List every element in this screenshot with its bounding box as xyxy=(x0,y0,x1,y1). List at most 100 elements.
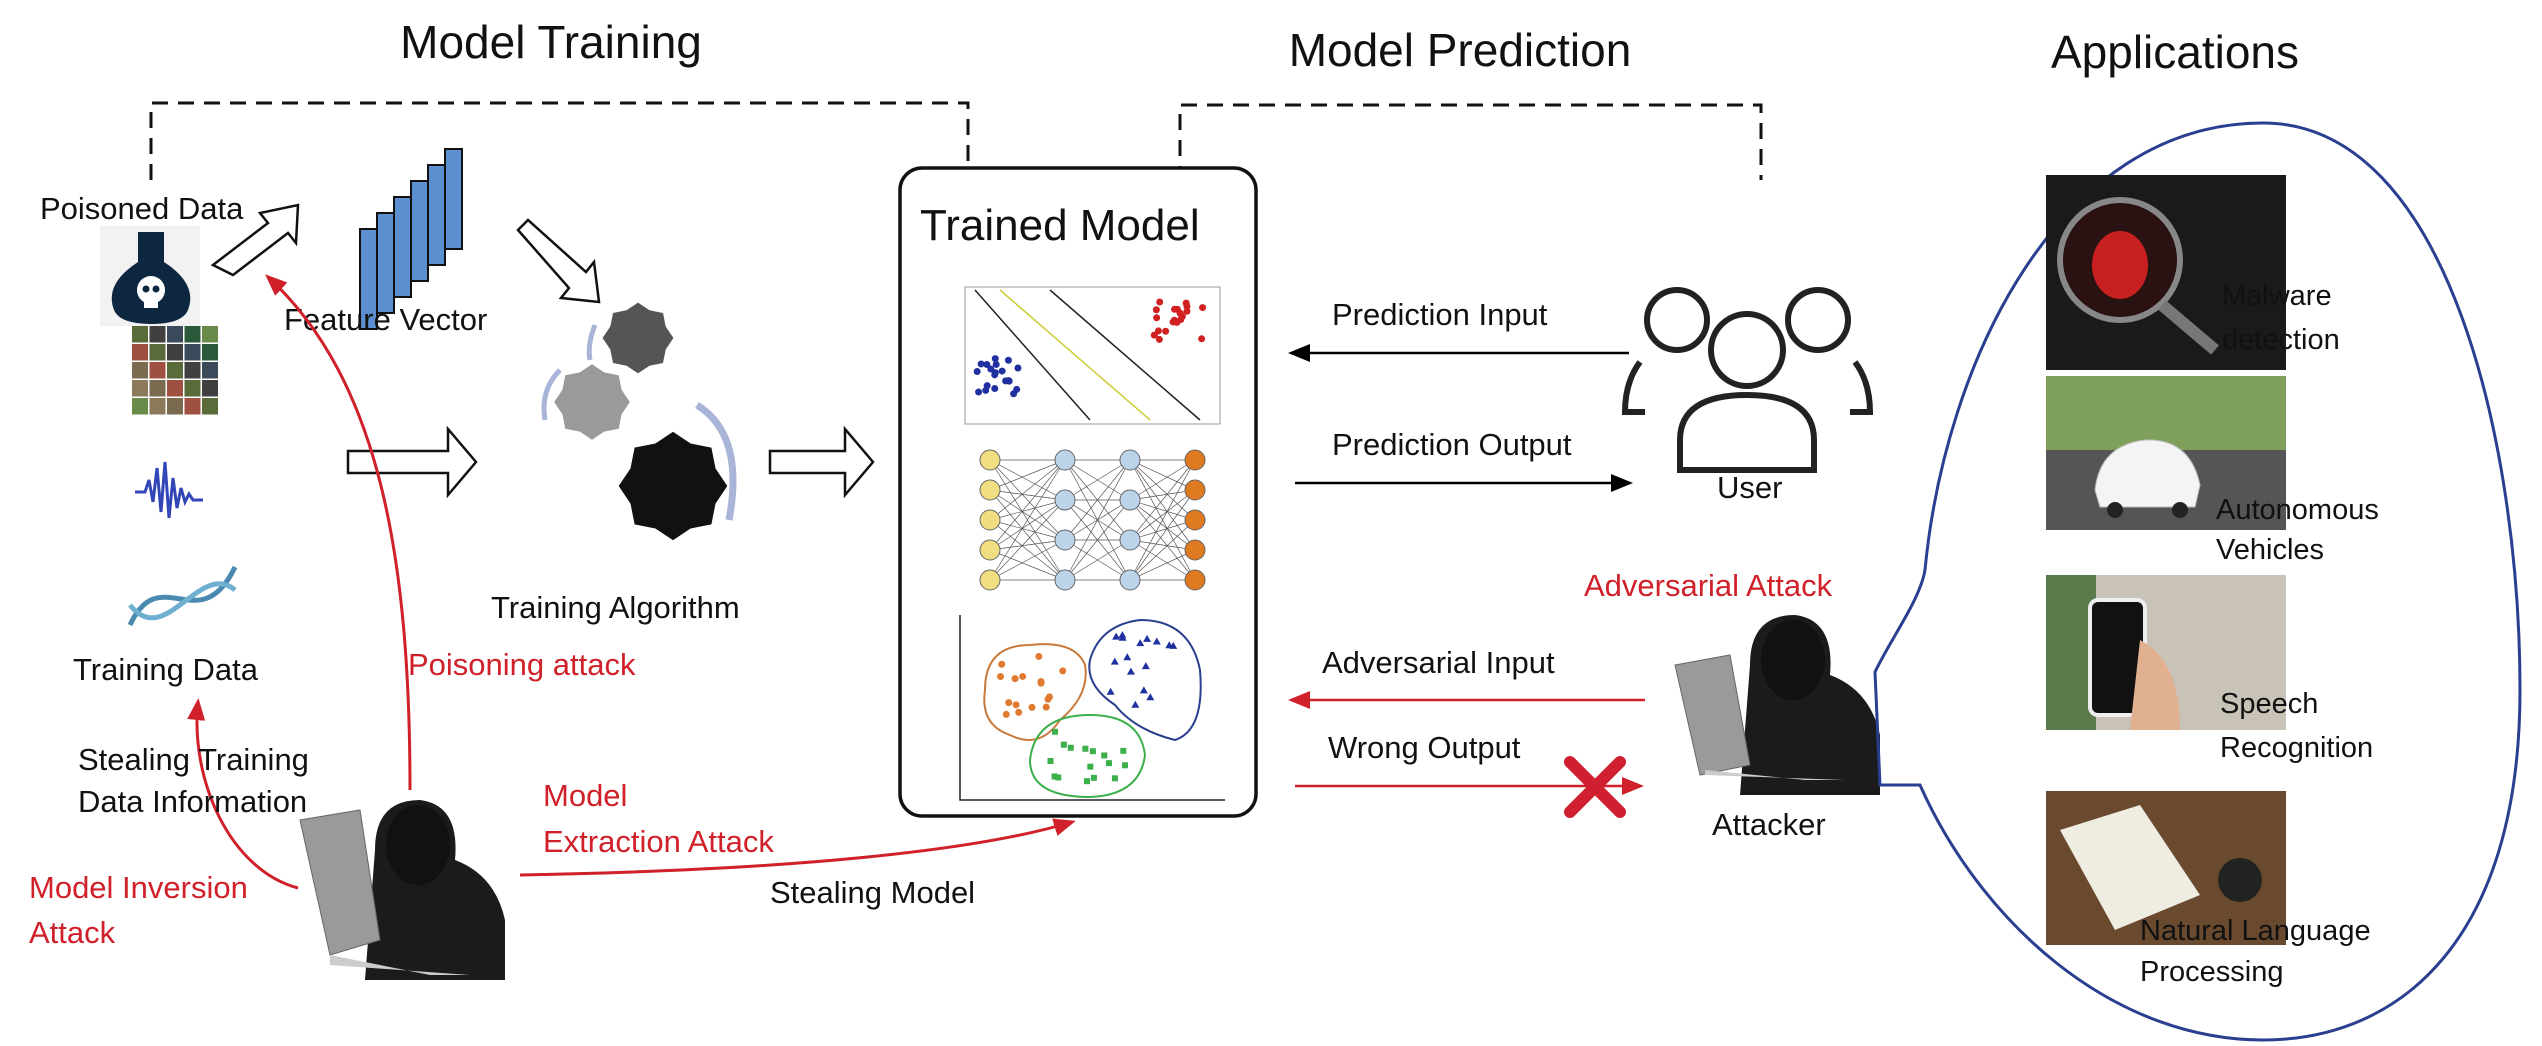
nn-node xyxy=(979,479,1001,501)
cluster-point xyxy=(1139,686,1148,694)
cluster-point xyxy=(1152,637,1161,645)
dataset-thumbnail xyxy=(149,326,166,343)
scatter-point xyxy=(977,360,985,368)
nn-edge xyxy=(1064,459,1131,541)
cluster-point xyxy=(1106,687,1115,695)
feature-vector-label: Feature Vector xyxy=(284,302,487,337)
dataset-thumbnail xyxy=(184,398,201,415)
scatter-point xyxy=(1198,335,1206,343)
cluster-point xyxy=(1120,747,1127,754)
nn-node xyxy=(1184,509,1206,531)
dataset-thumbnail xyxy=(167,398,183,415)
audio-waveform-icon xyxy=(135,461,203,519)
nn-edge xyxy=(989,539,1066,551)
dataset-thumbnail xyxy=(132,362,148,379)
gear xyxy=(554,364,630,440)
nn-edge xyxy=(989,539,1066,581)
cluster-point xyxy=(1045,693,1053,701)
cluster-point xyxy=(996,673,1004,681)
poisoning-attack-arrow xyxy=(265,274,412,791)
scatter-point xyxy=(1171,305,1179,313)
nn-node xyxy=(1119,449,1141,471)
dataset-thumbnail xyxy=(132,344,148,361)
nn-edge xyxy=(1064,539,1131,581)
prediction-bracket xyxy=(1178,103,1763,182)
cluster-point xyxy=(998,660,1006,668)
scatter-point xyxy=(1162,327,1170,335)
nn-node xyxy=(1054,489,1076,511)
nn-edge xyxy=(989,459,1066,491)
nlp-book-image xyxy=(2046,791,2286,945)
cluster-point xyxy=(1037,679,1045,687)
applications-ellipse xyxy=(1873,121,2522,1042)
cluster-point xyxy=(1122,762,1129,769)
nn-edge xyxy=(989,519,1066,581)
nn-node xyxy=(1119,529,1141,551)
dataset-thumbnail xyxy=(202,362,218,379)
arrow-to-feature-vector-icon xyxy=(210,203,300,277)
nn-node xyxy=(1119,569,1141,591)
nn-node xyxy=(979,539,1001,561)
application-label-1-line1: Malware xyxy=(2222,280,2332,312)
stealing-training-label-line2: Data Information xyxy=(78,784,307,819)
nn-edge xyxy=(989,499,1066,581)
scatter-point xyxy=(991,369,999,377)
cluster-point xyxy=(1047,758,1054,765)
application-label-4-line2: Processing xyxy=(2140,956,2283,988)
hacker-icon xyxy=(299,800,505,980)
arrow-algorithm-to-model-icon xyxy=(768,425,875,499)
cluster-point xyxy=(1143,634,1152,642)
nn-node xyxy=(1184,449,1206,471)
cluster-point xyxy=(1165,641,1174,649)
nn-edge xyxy=(989,459,1066,501)
training-bracket xyxy=(149,101,970,180)
scatter-point xyxy=(1155,335,1163,343)
gears-icon xyxy=(541,302,737,541)
scatter-point xyxy=(992,360,1000,368)
adversarial-attack-label: Adversarial Attack xyxy=(1584,568,1833,603)
nn-node xyxy=(979,449,1001,471)
dataset-thumbnail xyxy=(149,398,166,415)
model-extraction-arrow xyxy=(519,818,1076,877)
nn-edge xyxy=(1129,459,1196,581)
nn-edge xyxy=(1129,519,1196,541)
scatter-point xyxy=(973,367,981,375)
cluster-point xyxy=(1035,652,1043,660)
prediction-input-label: Prediction Input xyxy=(1332,297,1548,332)
application-label-3-line1: Speech xyxy=(2220,688,2318,720)
dataset-thumbnail xyxy=(167,344,183,361)
nn-node xyxy=(1184,479,1206,501)
image-dataset-grid-icon xyxy=(132,326,218,415)
gear-rotation-arc xyxy=(695,402,737,521)
arrow-data-to-algorithm-icon xyxy=(346,425,478,499)
nn-edge xyxy=(989,489,1066,541)
nn-edge xyxy=(989,459,1066,581)
scatter-point xyxy=(1177,315,1185,323)
nn-node xyxy=(1184,539,1206,561)
dataset-thumbnail xyxy=(149,362,166,379)
scatter-point xyxy=(991,355,999,363)
cluster-point xyxy=(1042,703,1050,711)
nn-node xyxy=(979,569,1001,591)
cluster-point xyxy=(1111,775,1118,782)
prediction-output-label: Prediction Output xyxy=(1332,427,1572,462)
nn-node xyxy=(979,509,1001,531)
feature-bar xyxy=(410,180,429,282)
model-inversion-arrow xyxy=(187,698,299,890)
nn-node xyxy=(1119,489,1141,511)
nn-edge xyxy=(989,489,1066,581)
scatter-point xyxy=(1005,377,1013,385)
cluster-point xyxy=(1146,693,1155,701)
dataset-thumbnail xyxy=(132,380,148,397)
model-extraction-label-line1: Model xyxy=(543,778,627,813)
cluster-point xyxy=(1118,631,1127,639)
cluster-point xyxy=(1112,632,1121,640)
nn-edge xyxy=(989,499,1066,551)
adversarial-input-label: Adversarial Input xyxy=(1322,645,1555,680)
scatter-point xyxy=(975,388,983,396)
dataset-thumbnail xyxy=(167,326,183,343)
nn-edge xyxy=(1129,489,1196,541)
cluster-point xyxy=(1011,675,1019,683)
nn-edge xyxy=(1129,459,1196,551)
nn-edge xyxy=(1129,489,1196,501)
